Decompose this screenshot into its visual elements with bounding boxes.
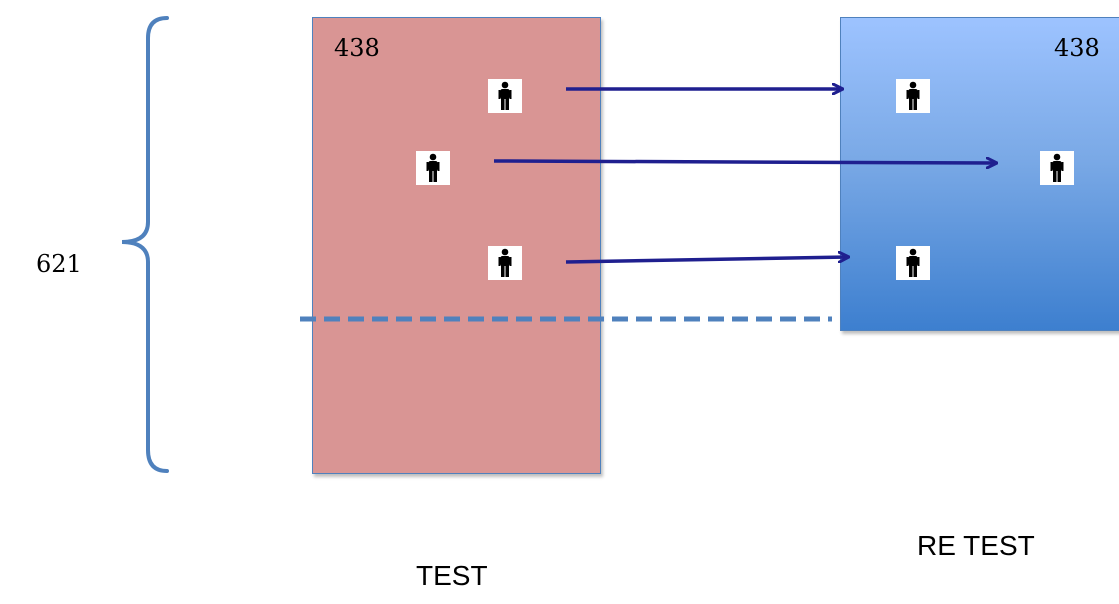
retention-arrow-3 xyxy=(565,257,848,264)
person-icon xyxy=(896,79,930,113)
person-icon xyxy=(1040,151,1074,185)
retention-arrow-2 xyxy=(493,161,996,163)
retest-count-label: 438 xyxy=(1054,34,1100,62)
test-group-box xyxy=(312,17,601,474)
test-count-label: 438 xyxy=(334,34,380,62)
brace-total xyxy=(121,16,169,473)
person-icon xyxy=(416,151,450,185)
retest-caption: RE TEST xyxy=(917,530,1035,561)
total-count-label: 621 xyxy=(36,250,82,278)
person-icon xyxy=(896,246,930,280)
person-icon xyxy=(488,246,522,280)
test-caption: TEST xyxy=(416,560,488,591)
person-icon xyxy=(488,79,522,113)
